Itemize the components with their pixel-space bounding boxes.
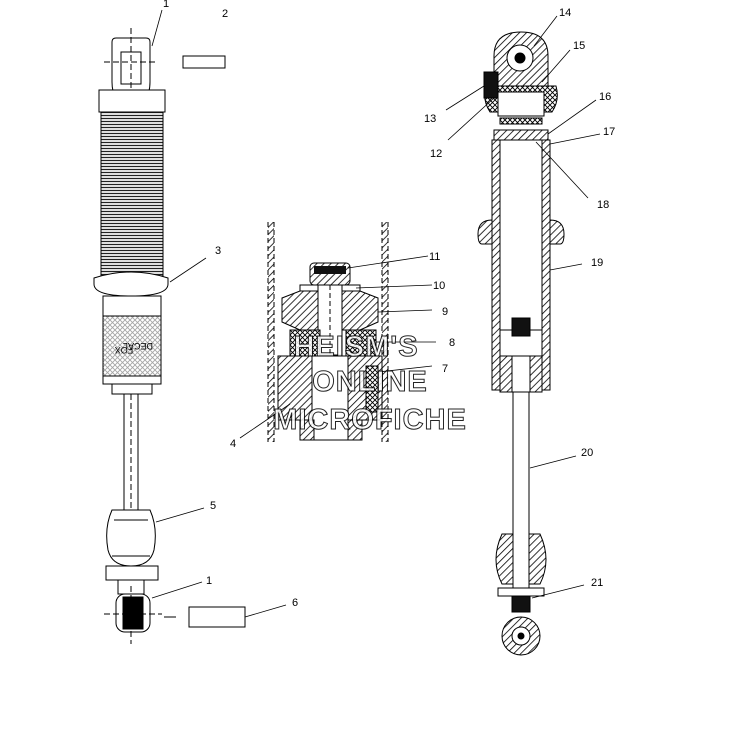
- shock-assembly: FOX DECAL: [93, 28, 176, 644]
- floating-piston: [493, 129, 549, 141]
- callout-18: 18: [597, 199, 609, 211]
- watermark: HEISM'S ONLINE MICROFICHE: [273, 331, 467, 437]
- piston-detail: [267, 222, 389, 442]
- bumper-cutaway: [495, 533, 514, 585]
- callout-1-bottom: 1: [206, 575, 212, 587]
- shock-cutaway: [477, 31, 565, 656]
- shaft-end: [277, 355, 313, 421]
- callout-15: 15: [573, 40, 585, 52]
- watermark-line-1: HEISM'S: [293, 331, 418, 363]
- decal-part-6: [188, 606, 246, 628]
- callout-7: 7: [442, 363, 448, 375]
- callout-3: 3: [215, 245, 221, 257]
- main-tube: [491, 139, 501, 391]
- callout-13: 13: [424, 113, 436, 125]
- callout-2: 2: [222, 8, 228, 20]
- callout-5: 5: [210, 500, 216, 512]
- callout-4: 4: [230, 438, 236, 450]
- spring-coil: [100, 111, 164, 277]
- callout-6: 6: [292, 597, 298, 609]
- watermark-line-3: MICROFICHE: [273, 404, 467, 436]
- decal-text-line-1: FOX: [115, 345, 134, 355]
- decal-part-2: [182, 55, 226, 69]
- decal-text-line-2: DECAL: [123, 341, 153, 351]
- callout-17: 17: [603, 126, 615, 138]
- callout-9: 9: [442, 306, 448, 318]
- callout-16: 16: [599, 91, 611, 103]
- callout-20: 20: [581, 447, 593, 459]
- callout-numbers: 1 2 3 4 5 1 6 7 8 9 10 11 12 13 14 15 16…: [163, 0, 615, 609]
- spring-collar: [93, 271, 169, 297]
- callout-1-top: 1: [163, 0, 169, 10]
- floating-piston-top: [499, 117, 543, 125]
- spacer: [365, 365, 379, 413]
- lower-bolt: [511, 595, 531, 613]
- shaft-cutaway: [512, 391, 530, 591]
- watermark-line-2: ONLINE: [312, 366, 428, 398]
- callout-19: 19: [591, 257, 603, 269]
- top-cap: [98, 89, 166, 113]
- callout-14: 14: [559, 7, 571, 19]
- callout-21: 21: [591, 577, 603, 589]
- callout-11: 11: [429, 251, 440, 263]
- leader-lines: [151, 9, 601, 618]
- callout-8: 8: [449, 337, 455, 349]
- callout-12: 12: [430, 148, 442, 160]
- callout-10: 10: [433, 280, 445, 292]
- bumper: [106, 509, 156, 567]
- fitting: [483, 71, 499, 99]
